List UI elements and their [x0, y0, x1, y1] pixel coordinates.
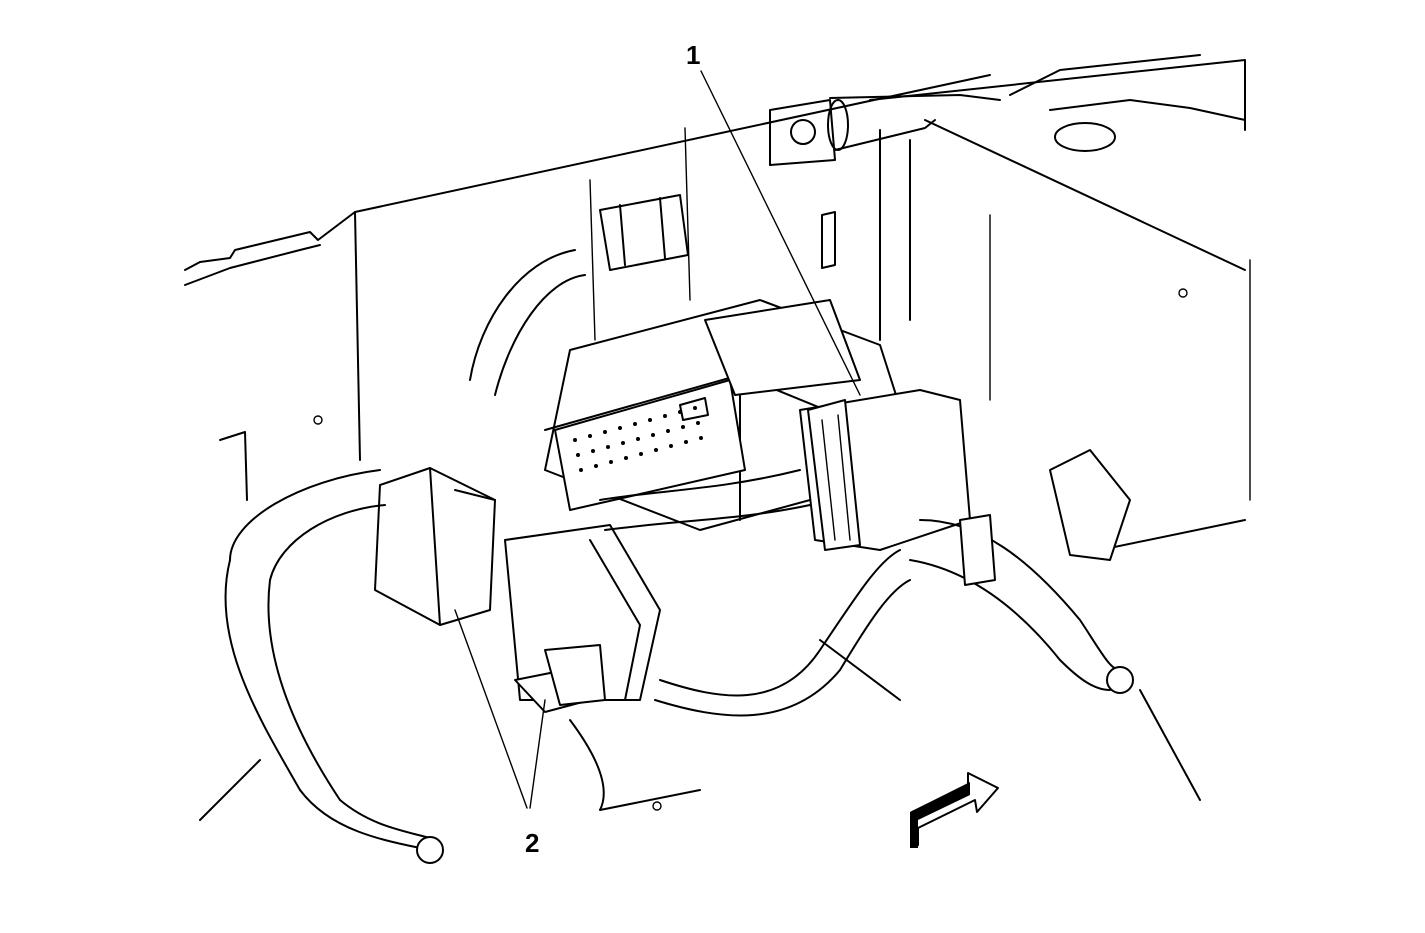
vehicle-floor [199, 449, 1246, 821]
ground-strap [769, 94, 1001, 166]
bulkhead-panel [184, 54, 1251, 501]
wall-connector [599, 194, 689, 271]
fuse-grid [573, 406, 703, 472]
callout-2-label: 2 [525, 828, 540, 858]
harness-connector-2b [504, 524, 661, 713]
callout-leaders [454, 70, 861, 809]
harness-connector-2a [374, 467, 496, 626]
module-connector-1 [799, 389, 971, 551]
forward-arrow-icon [910, 772, 999, 848]
callout-1-label: 1 [686, 40, 701, 70]
wiring-harness [224, 249, 1134, 864]
